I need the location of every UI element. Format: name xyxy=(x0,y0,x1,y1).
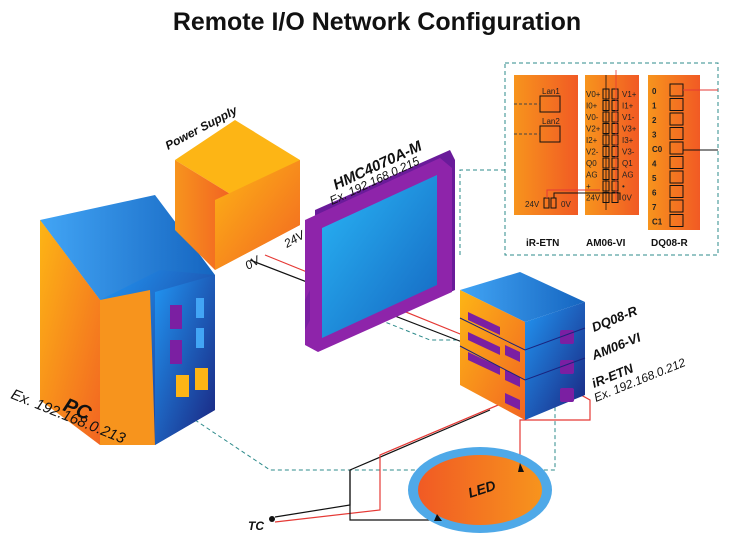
detail-am06vi-terminal-right: I1+ xyxy=(622,102,634,111)
pc-usb-1 xyxy=(176,375,189,397)
detail-lan1-label: Lan1 xyxy=(542,87,560,96)
pc-port-2 xyxy=(170,340,182,364)
detail-am06vi-terminal-box xyxy=(611,111,619,123)
io-connector-am06vi xyxy=(560,360,574,374)
io-slot-3 xyxy=(468,352,500,375)
pc-tower[interactable] xyxy=(40,195,215,445)
detail-panel-border xyxy=(504,62,719,256)
led-core xyxy=(418,455,542,525)
detail-am06vi-terminal-left: V2- xyxy=(586,148,599,157)
pc-port-1 xyxy=(170,305,182,329)
detail-dq08r-terminal-box xyxy=(669,185,684,198)
pc-port-3 xyxy=(196,298,204,318)
detail-lan2-label: Lan2 xyxy=(542,117,560,126)
detail-am06vi-terminal-right: Q1 xyxy=(622,159,633,168)
io-label-am06vi: AM06-VI xyxy=(589,330,643,364)
io-connector-iretn xyxy=(560,388,574,402)
detail-dq08r-terminal-label: 2 xyxy=(652,116,657,125)
detail-dq08r-terminal-box xyxy=(669,214,684,227)
detail-am06vi-terminal-right: AG xyxy=(622,171,634,180)
detail-am06vi-terminal-right: 0V xyxy=(622,194,632,203)
detail-dq08r-terminal-box xyxy=(669,170,684,184)
hmi-panel[interactable] xyxy=(305,150,455,352)
detail-am06vi-terminal-right: V1+ xyxy=(622,90,637,99)
detail-am06vi-terminal-box xyxy=(611,146,619,157)
io-stack[interactable] xyxy=(459,272,586,420)
detail-am06vi-terminal-right: V3+ xyxy=(622,125,637,134)
network-dashed-lines xyxy=(194,62,719,471)
tc-sensor xyxy=(269,516,275,522)
io-stack-top xyxy=(460,272,585,322)
dashed-line-panel xyxy=(459,169,505,255)
detail-am06vi-terminal-box xyxy=(611,123,619,134)
detail-am06vi-terminal-right: I3+ xyxy=(622,136,634,145)
detail-am06vi-terminal-box xyxy=(611,88,619,100)
wires xyxy=(249,254,591,523)
pc-front xyxy=(40,220,100,445)
detail-am06vi-terminal-left: AG xyxy=(586,171,598,180)
detail-dq08r-terminal-label: 5 xyxy=(652,174,657,183)
detail-dq08r-terminal-box xyxy=(669,112,684,126)
detail-dq08r-terminal-label: 4 xyxy=(652,160,657,169)
detail-dq08r-terminal-label: 6 xyxy=(652,189,657,198)
dashed-line-pc-stack xyxy=(194,300,556,471)
led-light[interactable] xyxy=(408,447,552,533)
detail-dq08r-terminal-label: 1 xyxy=(652,102,657,111)
detail-dq08r-terminal-label: C0 xyxy=(652,145,663,154)
tc-label: TC xyxy=(248,519,264,533)
detail-dq08r-terminal-box xyxy=(669,127,684,140)
detail-dq08r-name: DQ08-R xyxy=(651,238,688,249)
detail-panel: Lan1 Lan2 24V 0V iR-ETN V0+ V1+ I0+ I1+ V0- V… xyxy=(514,70,718,249)
detail-dq08r-terminal-box xyxy=(669,156,684,169)
detail-iretn-name: iR-ETN xyxy=(526,238,559,249)
detail-am06vi-terminal-box xyxy=(611,180,619,192)
io-slot-1 xyxy=(468,312,500,335)
detail-am06vi-name: AM06-VI xyxy=(586,238,626,249)
detail-dq08r-terminal-box xyxy=(669,98,684,111)
hmi-screen xyxy=(322,175,437,338)
detail-dq08r-terminal-box xyxy=(669,141,684,155)
detail-dq08r-terminal-label: 0 xyxy=(652,87,657,96)
detail-am06vi-terminal-left: I2+ xyxy=(586,136,598,145)
detail-am06vi-terminal-left: V0- xyxy=(586,113,599,122)
detail-am06vi-terminal-box xyxy=(611,134,619,146)
detail-am06vi-terminal-left: Q0 xyxy=(586,159,597,168)
io-connector-dq08r xyxy=(560,330,574,344)
detail-am06vi-terminal-right: V3- xyxy=(622,148,635,157)
detail-am06vi-terminal-left: V0+ xyxy=(586,90,601,99)
detail-dq08r-terminal-label: 3 xyxy=(652,131,657,140)
power-0v-label: 0V xyxy=(243,253,264,273)
detail-dq08r-module xyxy=(648,75,700,230)
detail-dq08r-terminal-label: C1 xyxy=(652,218,663,227)
pc-port-4 xyxy=(196,328,204,348)
detail-am06vi-terminal-box xyxy=(611,100,619,111)
detail-dq08r-terminal-box xyxy=(669,199,684,213)
detail-iretn-24v: 24V xyxy=(525,200,540,209)
detail-am06vi-terminal-left: + xyxy=(586,182,591,191)
io-slot-2 xyxy=(468,332,500,355)
detail-iretn-0v: 0V xyxy=(561,200,571,209)
detail-iretn-module xyxy=(514,75,578,215)
pc-usb-2 xyxy=(195,368,208,390)
wire-tc-red xyxy=(274,399,511,523)
detail-am06vi-terminal-left: 24V xyxy=(586,194,601,203)
dashed-line-hmi-stack xyxy=(379,319,470,341)
detail-am06vi-terminal-box xyxy=(611,169,619,180)
power-supply[interactable] xyxy=(175,120,300,270)
page-title: Remote I/O Network Configuration xyxy=(172,8,582,36)
detail-am06vi-terminal-box xyxy=(611,157,619,169)
detail-am06vi-terminal-left: V2+ xyxy=(586,125,601,134)
detail-dq08r-terminal-label: 7 xyxy=(652,203,657,212)
detail-am06vi-terminal-left: I0+ xyxy=(586,102,598,111)
detail-am06vi-terminal-right: V1- xyxy=(622,113,635,122)
io-label-dq08r: DQ08-R xyxy=(590,303,640,335)
detail-am06vi-terminal-right: • xyxy=(622,182,625,191)
